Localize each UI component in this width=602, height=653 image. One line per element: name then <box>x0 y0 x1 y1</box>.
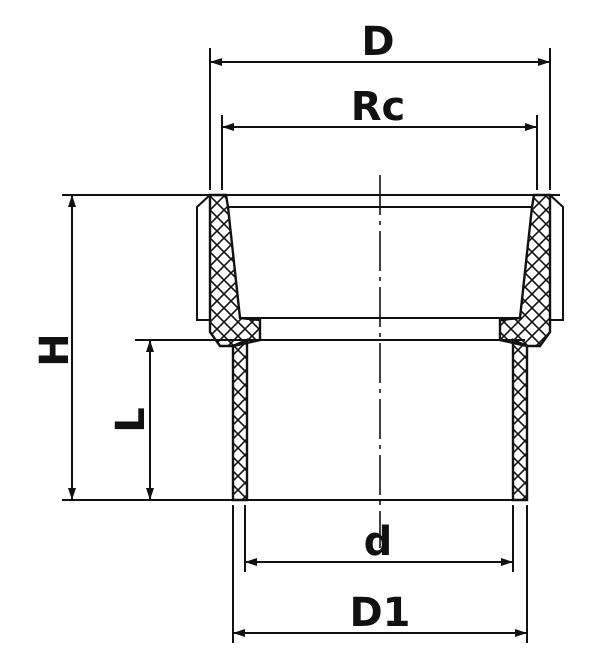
label-D: D <box>361 19 394 65</box>
wall-lower-left <box>231 338 249 502</box>
label-Rc: Rc <box>351 84 406 130</box>
wall-upper-right <box>498 193 552 348</box>
wall-upper-left <box>208 193 262 348</box>
outer-shell-right <box>549 194 564 321</box>
label-L: L <box>108 407 154 433</box>
outer-shell-left <box>196 194 211 321</box>
label-H: H <box>32 333 78 366</box>
label-D1: D1 <box>349 590 410 636</box>
wall-lower-right <box>511 338 529 502</box>
label-d: d <box>364 519 393 565</box>
